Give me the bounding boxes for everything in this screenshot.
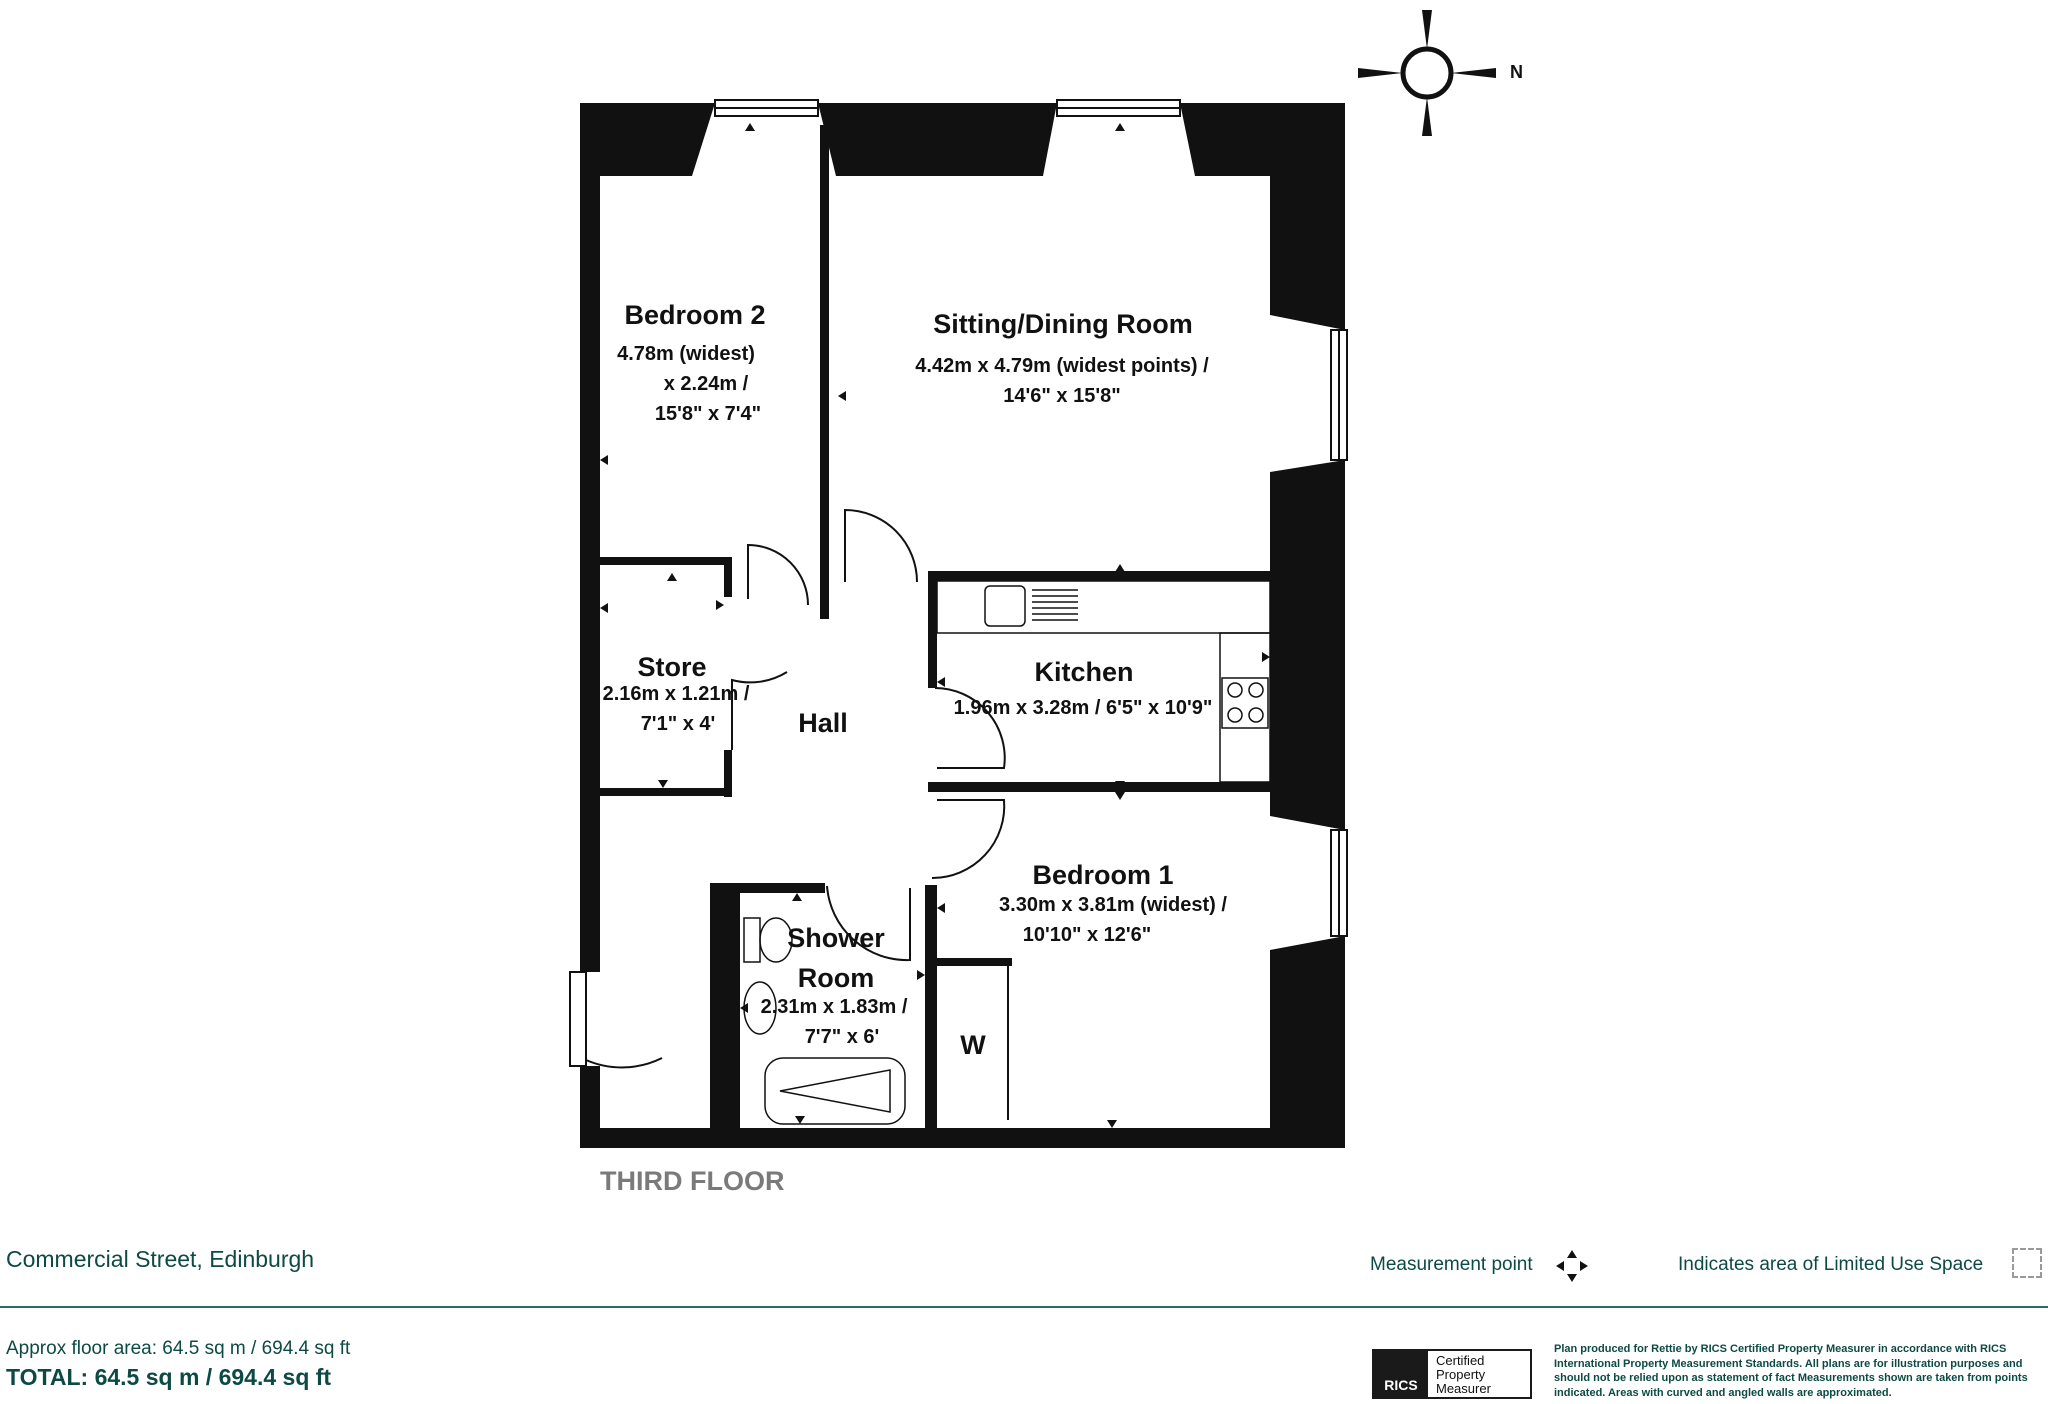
wall-store-top — [600, 557, 730, 565]
room-name-kitchen: Kitchen — [1034, 657, 1133, 687]
drainer — [1032, 589, 1078, 621]
door-bedroom1 — [931, 799, 1006, 880]
wall-bed2-hall — [820, 125, 829, 619]
measurement-point-icon — [1107, 1120, 1117, 1128]
measurement-point-icon — [745, 123, 755, 131]
room-dim-sitting-2: 14'6" x 15'8" — [1003, 385, 1120, 407]
fixtures — [743, 580, 1271, 1125]
room-dim-sitting-1: 4.42m x 4.79m (widest points) / — [915, 355, 1209, 377]
room-name-hall: Hall — [798, 708, 848, 738]
measurement-point-icon — [937, 903, 945, 913]
rics-badge-text: Certified Property Measurer — [1436, 1353, 1491, 1396]
kitchen-sink — [984, 585, 1026, 627]
wall-right-lower — [1270, 936, 1345, 1148]
room-name-bedroom1: Bedroom 1 — [1032, 860, 1173, 890]
legend-limited-use: Indicates area of Limited Use Space — [1678, 1254, 1984, 1275]
wall-kitchen-bottom — [928, 782, 1270, 792]
limited-use-swatch — [2012, 1248, 2042, 1278]
wall-bottom — [580, 1128, 1345, 1148]
wall-wardrobe-top — [937, 958, 1012, 966]
room-dim-shower-2: 7'7" x 6' — [805, 1026, 880, 1048]
measurement-point-icon — [600, 603, 608, 613]
hob — [1221, 677, 1269, 729]
room-dim-bedroom1-1: 3.30m x 3.81m (widest) / — [999, 894, 1227, 916]
measurement-point-icon — [937, 677, 945, 687]
room-name-sitting: Sitting/Dining Room — [933, 309, 1192, 339]
wall-left-lower — [580, 1066, 600, 1148]
room-dim-store-1: 2.16m x 1.21m / — [603, 683, 750, 705]
room-labels: Bedroom 2 4.78m (widest) x 2.24m / 15'8"… — [603, 300, 1228, 1060]
measurement-point-icon — [1115, 792, 1125, 800]
disclaimer: Plan produced for Rettie by RICS Certifi… — [1554, 1343, 2028, 1399]
measurement-point-icon — [1115, 123, 1125, 131]
wall-store-right — [724, 557, 732, 597]
rics-logo: RICS — [1374, 1351, 1428, 1397]
wall-right-upper — [1270, 103, 1345, 330]
measurement-point-icon — [917, 970, 925, 980]
doors — [585, 508, 1009, 1120]
door-hall-sitting — [844, 508, 918, 583]
kitchen-counter — [936, 580, 1271, 634]
legend-measurement-point: Measurement point — [1370, 1254, 1533, 1275]
measurement-point-icon — [667, 573, 677, 581]
measurement-point-icon — [1556, 1250, 1588, 1282]
room-name-wardrobe: W — [960, 1030, 986, 1060]
door-shower — [826, 885, 911, 962]
address: Commercial Street, Edinburgh — [6, 1246, 315, 1272]
wall-store-right-b — [724, 750, 732, 797]
measurement-point-icon — [838, 391, 846, 401]
floor-label: THIRD FLOOR — [600, 1166, 785, 1196]
room-dim-bedroom2-1: 4.78m (widest) — [617, 343, 755, 365]
room-name-shower-2: Room — [798, 963, 875, 993]
room-name-bedroom2: Bedroom 2 — [624, 300, 765, 330]
wall-left — [580, 103, 600, 972]
measurement-point-icon — [658, 780, 668, 788]
compass-north-label: N — [1510, 62, 1523, 82]
compass-icon: N — [1358, 10, 1523, 136]
door-entry — [585, 972, 663, 1069]
window-entry — [569, 971, 587, 1067]
bath — [764, 1057, 906, 1125]
approx-floor-area: Approx floor area: 64.5 sq m / 694.4 sq … — [6, 1338, 351, 1359]
wall-kitchen-top — [928, 571, 1270, 581]
room-dim-bedroom1-2: 10'10" x 12'6" — [1023, 924, 1152, 946]
wall-top-left — [580, 103, 715, 176]
room-dim-kitchen-1: 1.96m x 3.28m / 6'5" x 10'9" — [954, 697, 1213, 719]
measurement-point-icon — [792, 893, 802, 901]
measurement-point-icon — [821, 391, 829, 401]
wall-shower-top — [710, 883, 825, 893]
room-dim-shower-1: 2.31m x 1.83m / — [761, 996, 908, 1018]
wall-shower-right — [925, 885, 937, 1148]
measurement-point-icon — [740, 1003, 748, 1013]
room-name-shower-1: Shower — [787, 923, 885, 953]
wall-store-bottom — [600, 788, 732, 796]
measurement-point-icon — [1262, 652, 1270, 662]
door-bed2 — [747, 543, 809, 606]
measurement-markers — [600, 123, 1270, 1128]
door-store — [731, 671, 788, 750]
room-name-store: Store — [637, 652, 706, 682]
rics-badge: RICS Certified Property Measurer — [1372, 1349, 1532, 1399]
measurement-point-icon — [1115, 781, 1125, 789]
room-dim-bedroom2-3: 15'8" x 7'4" — [655, 403, 761, 425]
footer-divider — [0, 1306, 2048, 1308]
windows — [569, 99, 1348, 1067]
measurement-point-icon — [716, 600, 724, 610]
wall-shower-left — [710, 883, 740, 1148]
door-kitchen — [934, 687, 1006, 769]
wall-right-mid — [1270, 460, 1345, 830]
kitchen-side-counter — [1219, 632, 1271, 783]
measurement-point-icon — [1115, 564, 1125, 572]
total-floor-area: TOTAL: 64.5 sq m / 694.4 sq ft — [6, 1364, 332, 1390]
measurement-point-icon — [600, 455, 608, 465]
room-dim-bedroom2-2: x 2.24m / — [664, 373, 749, 395]
room-dim-store-2: 7'1" x 4' — [641, 713, 716, 735]
walls — [580, 103, 1345, 1148]
wall-kitchen-left — [928, 571, 937, 688]
measurement-point-icon — [795, 1116, 805, 1124]
wall-top-mid — [818, 103, 1057, 176]
